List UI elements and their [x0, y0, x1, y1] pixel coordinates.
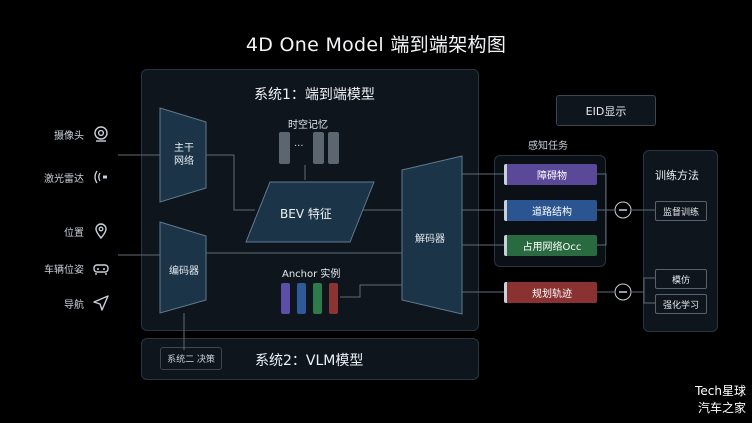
- reinforcement-learning-label: 强化学习: [662, 300, 699, 311]
- perception-task-label: 道路结构: [532, 207, 572, 218]
- backbone-label-line2: 网络: [174, 156, 194, 167]
- system2-title: 系统2：VLM模型: [255, 353, 364, 369]
- input-row: 激光雷达: [24, 168, 110, 186]
- reinforcement-learning-box: 强化学习: [655, 294, 707, 314]
- anchor-bar: [281, 283, 290, 314]
- watermark: Tech星球 汽车之家: [695, 383, 746, 417]
- perception-task-label: 占用网络Occ: [522, 242, 582, 253]
- navigation-arrow-icon: [92, 294, 110, 312]
- eid-display-label: EID显示: [585, 104, 627, 118]
- watermark-line2: 汽车之家: [697, 401, 746, 415]
- line-merge-reinforce: [643, 292, 655, 304]
- training-title: 训练方法: [655, 169, 699, 182]
- perception-task-box: 占用网络Occ: [504, 235, 597, 256]
- line-backbone-bev: [206, 154, 255, 211]
- backbone-network-block: [159, 107, 207, 203]
- anchor-bars: [281, 283, 338, 314]
- location-pin-icon: [92, 222, 110, 240]
- memory-ellipsis: ···: [294, 141, 304, 152]
- perception-task-box: 障碍物: [504, 164, 597, 185]
- line-task1-merge: [594, 173, 614, 211]
- input-row: 位置: [24, 222, 110, 240]
- imitation-box: 模仿: [655, 269, 707, 289]
- input-row: 导航: [24, 294, 110, 312]
- input-row: 摄像头: [24, 125, 110, 143]
- eid-display-box: EID显示: [556, 95, 656, 126]
- input-label: 位置: [64, 227, 84, 239]
- bev-label: BEV 特征: [280, 207, 332, 221]
- backbone-label: 主干 网络: [162, 142, 206, 168]
- line-anchor-decoder: [340, 284, 402, 298]
- memory-bar: [313, 132, 324, 164]
- imitation-label: 模仿: [671, 275, 690, 286]
- lidar-icon: [92, 168, 110, 186]
- system2-decision-box: 系统二 决策: [160, 347, 222, 370]
- car-icon: [92, 259, 110, 277]
- input-label: 激光雷达: [44, 173, 84, 185]
- camera-icon: [92, 125, 110, 143]
- supervised-training-label: 监督训练: [662, 207, 699, 218]
- merge-node-perception: [614, 201, 632, 219]
- perception-tasks-title: 感知任务: [528, 141, 568, 152]
- backbone-label-line1: 主干: [174, 143, 194, 154]
- line-task3-merge: [594, 210, 607, 246]
- watermark-line1: Tech星球: [695, 384, 746, 398]
- decoder-label: 解码器: [415, 234, 445, 245]
- planning-trajectory-box: 规划轨迹: [504, 282, 597, 303]
- encoder-label: 编码器: [169, 266, 199, 277]
- anchor-bar: [297, 283, 306, 314]
- connector-lines: [118, 154, 655, 350]
- merge-node-planning: [614, 283, 632, 301]
- line-merge-imitation: [632, 277, 655, 293]
- memory-bars: [279, 132, 339, 164]
- input-label: 车辆位姿: [44, 264, 84, 276]
- memory-bar: [279, 132, 290, 164]
- memory-bar: [328, 132, 339, 164]
- supervised-training-box: 监督训练: [655, 201, 707, 221]
- perception-task-label: 障碍物: [537, 171, 567, 182]
- anchor-label: Anchor 实例: [282, 269, 341, 280]
- system2-panel: [141, 338, 479, 380]
- anchor-bar: [329, 283, 338, 314]
- memory-label: 时空记忆: [288, 120, 328, 131]
- system2-decision-label: 系统二 决策: [167, 355, 215, 365]
- encoder-block: [159, 221, 207, 314]
- input-label: 摄像头: [54, 130, 84, 142]
- input-label: 导航: [64, 299, 84, 311]
- decoder-block: [401, 155, 463, 315]
- bev-feature-block: [245, 181, 375, 243]
- perception-task-box: 道路结构: [504, 200, 597, 221]
- page-title: 4D One Model 端到端架构图: [245, 34, 507, 56]
- input-row: 车辆位姿: [24, 259, 110, 277]
- system1-title: 系统1：端到端模型: [254, 87, 375, 103]
- planning-trajectory-label: 规划轨迹: [532, 289, 572, 300]
- anchor-bar: [313, 283, 322, 314]
